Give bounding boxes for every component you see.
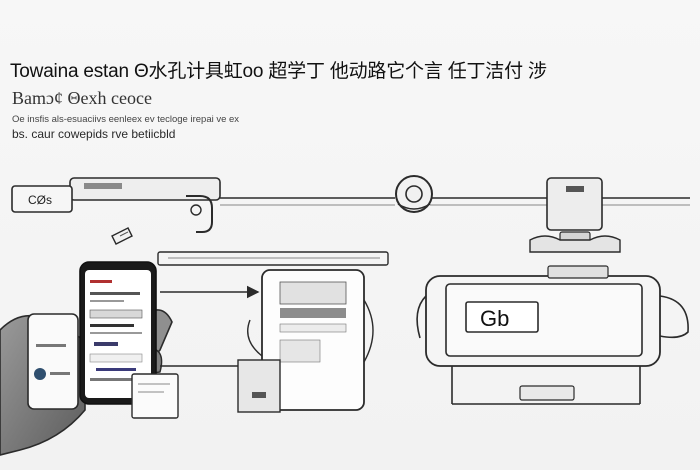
page-title: Towaina estan Θ水孔计具虹oo 超学丁 他动路它个言 任丁洁付 涉 bbox=[10, 61, 547, 82]
small-package-box bbox=[237, 359, 281, 413]
left-label-box: CØs bbox=[11, 185, 73, 213]
tablet-screen-label: Gb bbox=[480, 306, 509, 331]
robot-device-icon bbox=[529, 177, 621, 253]
tag-card bbox=[111, 227, 133, 245]
page-subtitle: Bamɔ¢ Θexh ceoce bbox=[12, 88, 152, 108]
description-line-1: Oe insfis als-esuaciivs eenleex ev teclo… bbox=[12, 114, 240, 125]
main-phone bbox=[79, 261, 157, 405]
center-document-card bbox=[247, 269, 374, 411]
left-box-label: CØs bbox=[28, 193, 52, 207]
description-line-2: bs. caur cowepids rve betiicbld bbox=[12, 127, 176, 141]
center-ring-icon bbox=[395, 175, 433, 213]
top-rail bbox=[69, 177, 690, 206]
receipt-card bbox=[131, 373, 179, 419]
hook-connector bbox=[186, 195, 213, 233]
center-top-bar bbox=[157, 251, 389, 266]
flow-arrows bbox=[160, 285, 260, 373]
secondary-phone bbox=[27, 313, 79, 410]
tablet-terminal: Gb bbox=[416, 265, 689, 405]
